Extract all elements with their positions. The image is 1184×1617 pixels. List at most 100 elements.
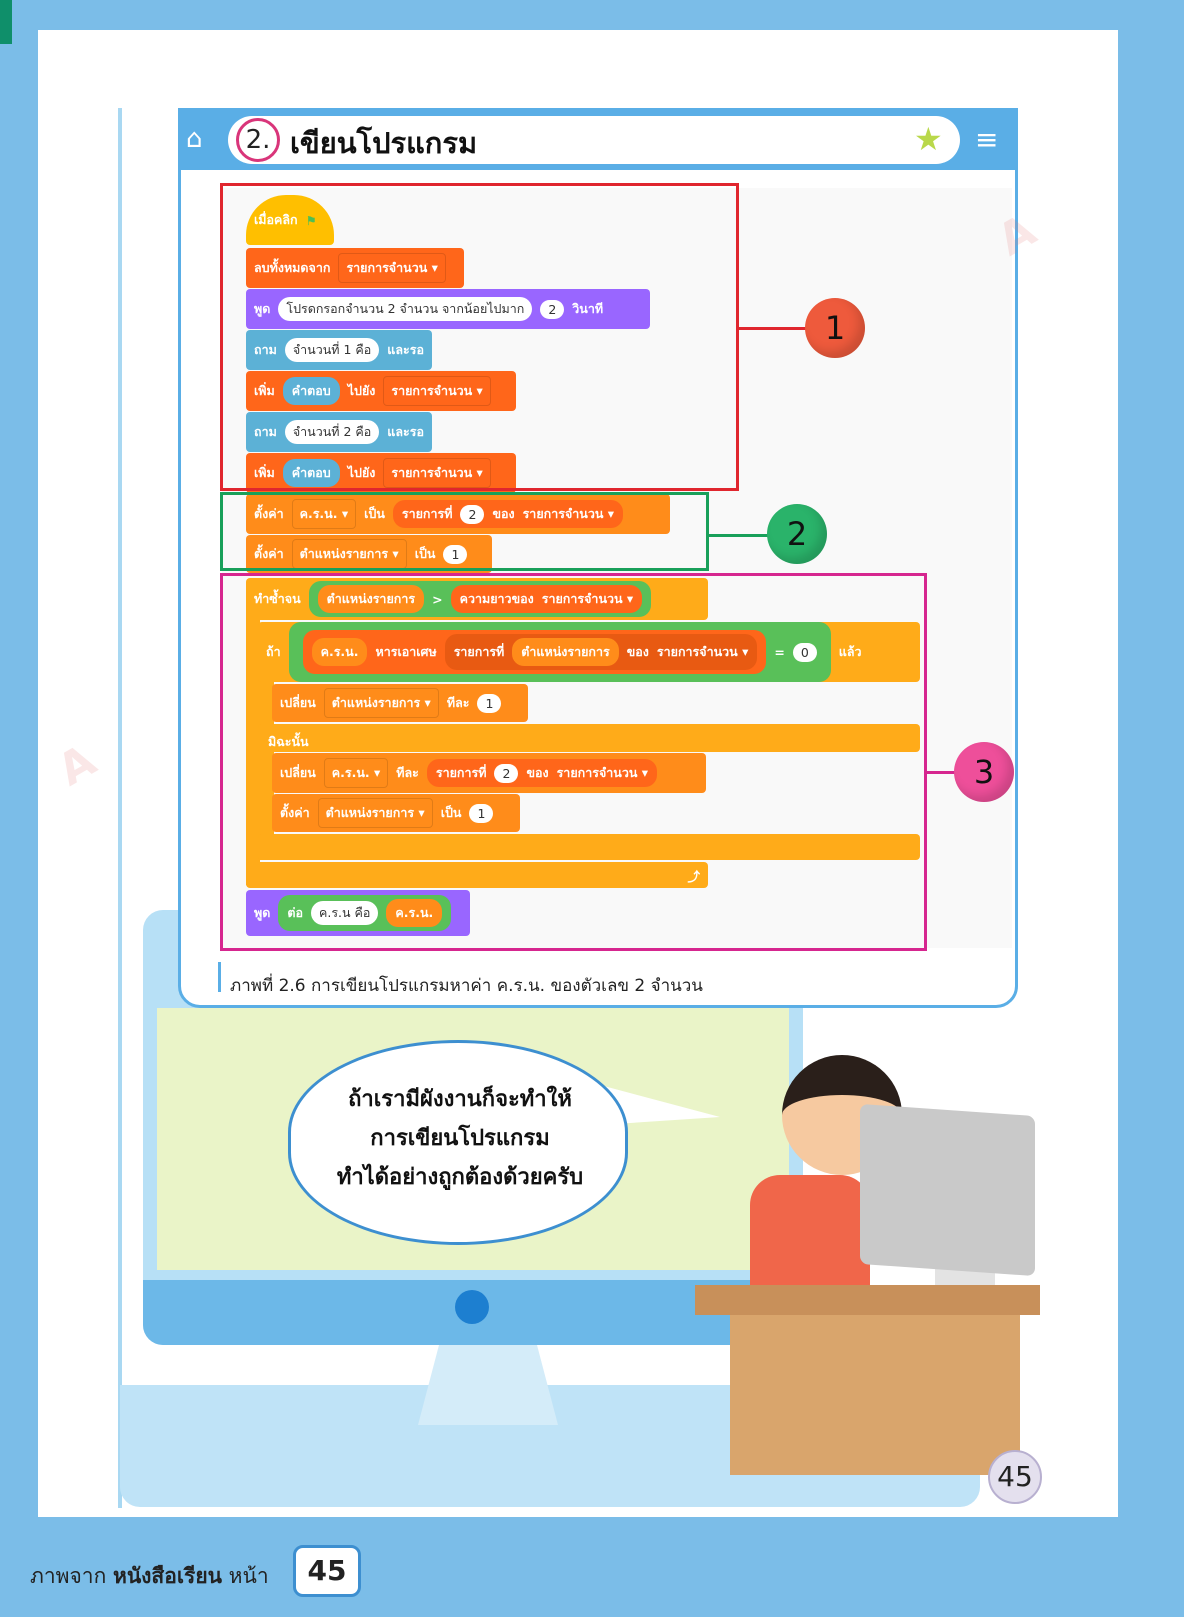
block-label: เพิ่ม xyxy=(254,383,275,398)
callout-3: 3 xyxy=(954,742,1014,802)
item-of-list-reporter[interactable]: รายการที่ตำแหน่งรายการของรายการจำนวน ▾ xyxy=(444,634,758,670)
position-reporter[interactable]: ตำแหน่งรายการ xyxy=(317,585,425,613)
block-label: ของ xyxy=(492,506,515,521)
block-label: ทีละ xyxy=(396,765,419,780)
answer-reporter[interactable]: คำตอบ xyxy=(282,377,340,405)
star-icon: ★ xyxy=(914,120,943,158)
index-input[interactable]: 2 xyxy=(494,763,519,783)
say-result-block[interactable]: พูด ต่อ ค.ร.น คือ ค.ร.น. xyxy=(246,890,470,936)
list-dropdown[interactable]: รายการจำนวน ▾ xyxy=(522,506,615,521)
page-number: 45 xyxy=(988,1450,1042,1504)
list-dropdown[interactable]: รายการจำนวน ▾ xyxy=(383,376,491,406)
callout-line-1 xyxy=(739,327,809,330)
equals-condition[interactable]: ค.ร.น.หารเอาเศษรายการที่ตำแหน่งรายการของ… xyxy=(288,622,831,682)
list-dropdown[interactable]: รายการจำนวน ▾ xyxy=(338,253,446,283)
block-label: แล้ว xyxy=(838,644,862,659)
position-reporter[interactable]: ตำแหน่งรายการ xyxy=(512,638,619,666)
change-position-block[interactable]: เปลี่ยน ตำแหน่งรายการ ▾ ทีละ 1 xyxy=(272,684,528,722)
say-text-input[interactable]: โปรดกรอกจำนวน 2 จำนวน จากน้อยไปมาก xyxy=(278,297,533,321)
block-label: พูด xyxy=(254,905,271,920)
item-of-list-reporter[interactable]: รายการที่ 2 ของ รายการจำนวน ▾ xyxy=(392,500,624,528)
block-label: เมื่อคลิก xyxy=(254,212,298,227)
green-flag-icon: ⚑ xyxy=(305,212,317,228)
repeat-until-block[interactable]: ทำซ้ำจน ตำแหน่งรายการ > ความยาวของรายการจำน… xyxy=(246,578,708,620)
greater-than-condition[interactable]: ตำแหน่งรายการ > ความยาวของรายการจำนวน ▾ xyxy=(308,581,652,617)
menu-icon: ≡ xyxy=(975,123,999,156)
block-label: ทำซ้ำจน xyxy=(254,591,301,606)
if-bottom xyxy=(258,834,920,860)
if-else-block[interactable]: ถ้าค.ร.น.หารเอาเศษรายการที่ตำแหน่งรายการ… xyxy=(258,622,920,682)
block-label: ลบทั้งหมดจาก xyxy=(254,260,331,275)
block-label: ถาม xyxy=(254,424,277,439)
ask-input[interactable]: จำนวนที่ 1 คือ xyxy=(284,338,380,362)
answer-reporter[interactable]: คำตอบ xyxy=(282,459,340,487)
block-label: รายการที่ xyxy=(453,644,505,659)
corner-strip xyxy=(0,0,12,44)
callout-line-2 xyxy=(709,534,771,537)
operator: > xyxy=(432,591,443,607)
speech-line: ทำได้อย่างถูกต้องด้วยครับ xyxy=(336,1165,584,1190)
block-label: เป็น xyxy=(364,506,385,521)
value-input[interactable]: 1 xyxy=(469,803,494,823)
list-dropdown[interactable]: รายการจำนวน ▾ xyxy=(541,591,634,606)
index-input[interactable]: 2 xyxy=(460,504,485,524)
block-label: ตั้งค่า xyxy=(254,546,284,561)
variable-dropdown[interactable]: ค.ร.น. ▾ xyxy=(291,499,357,529)
operator: = xyxy=(774,644,785,660)
list-dropdown[interactable]: รายการจำนวน ▾ xyxy=(556,765,649,780)
desk-body xyxy=(730,1315,1020,1475)
value-input[interactable]: 1 xyxy=(443,544,468,564)
block-label: ทีละ xyxy=(446,695,470,710)
callout-line-3 xyxy=(927,771,957,774)
callout-2: 2 xyxy=(767,504,827,564)
block-label: ต่อ xyxy=(287,905,303,920)
variable-dropdown[interactable]: ค.ร.น. ▾ xyxy=(323,758,389,788)
footer-bar xyxy=(0,1517,1184,1617)
join-text-input[interactable]: ค.ร.น คือ xyxy=(310,901,379,925)
section-box-3 xyxy=(220,573,927,951)
repeat-arm xyxy=(246,600,260,885)
lcm-reporter[interactable]: ค.ร.น. xyxy=(311,638,368,666)
home-icon: ⌂ xyxy=(186,124,203,154)
computer-monitor xyxy=(860,1103,1035,1277)
add-to-list-block-2[interactable]: เพิ่มคำตอบไปยังรายการจำนวน ▾ xyxy=(246,453,516,493)
ask-block-2[interactable]: ถามจำนวนที่ 2 คือและรอ xyxy=(246,412,432,452)
footer-text: ภาพจาก หนังสือเรียน หน้า xyxy=(30,1560,269,1593)
list-dropdown[interactable]: รายการจำนวน ▾ xyxy=(383,458,491,488)
loop-arrow-icon: ⤴ xyxy=(687,868,700,884)
block-label: รายการที่ xyxy=(401,506,453,521)
speech-bubble xyxy=(288,1040,628,1245)
block-label: เปลี่ยน xyxy=(280,695,316,710)
value-input[interactable]: 1 xyxy=(477,693,502,713)
list-dropdown[interactable]: รายการจำนวน ▾ xyxy=(656,644,749,659)
block-label: ไปยัง xyxy=(347,465,376,480)
mod-reporter[interactable]: ค.ร.น.หารเอาเศษรายการที่ตำแหน่งรายการของ… xyxy=(302,630,767,674)
join-reporter[interactable]: ต่อ ค.ร.น คือ ค.ร.น. xyxy=(278,895,452,931)
ask-block-1[interactable]: ถามจำนวนที่ 1 คือและรอ xyxy=(246,330,432,370)
when-flag-clicked-block[interactable]: เมื่อคลิก ⚑ xyxy=(246,195,334,245)
length-reporter[interactable]: ความยาวของรายการจำนวน ▾ xyxy=(450,585,643,613)
value-input[interactable]: 0 xyxy=(792,642,817,662)
ask-input[interactable]: จำนวนที่ 2 คือ xyxy=(284,420,380,444)
lcm-reporter[interactable]: ค.ร.น. xyxy=(386,899,443,927)
add-to-list-block-1[interactable]: เพิ่ม คำตอบ ไปยัง รายการจำนวน ▾ xyxy=(246,371,516,411)
figure-caption: ภาพที่ 2.6 การเขียนโปรแกรมหาค่า ค.ร.น. ข… xyxy=(230,976,703,996)
block-label: ตั้งค่า xyxy=(280,805,310,820)
footer-page-number: 45 xyxy=(293,1545,361,1597)
section-box-1 xyxy=(220,183,739,491)
else-label: มิฉะนั้น xyxy=(268,734,309,749)
callout-1: 1 xyxy=(805,298,865,358)
variable-dropdown[interactable]: ตำแหน่งรายการ ▾ xyxy=(323,688,439,718)
variable-dropdown[interactable]: ตำแหน่งรายการ ▾ xyxy=(317,798,433,828)
secs-input[interactable]: 2 xyxy=(540,299,565,319)
delete-all-block[interactable]: ลบทั้งหมดจาก รายการจำนวน ▾ xyxy=(246,248,464,288)
block-label: ไปยัง xyxy=(347,383,376,398)
monitor-button-icon xyxy=(455,1290,489,1324)
else-bar xyxy=(258,724,920,752)
